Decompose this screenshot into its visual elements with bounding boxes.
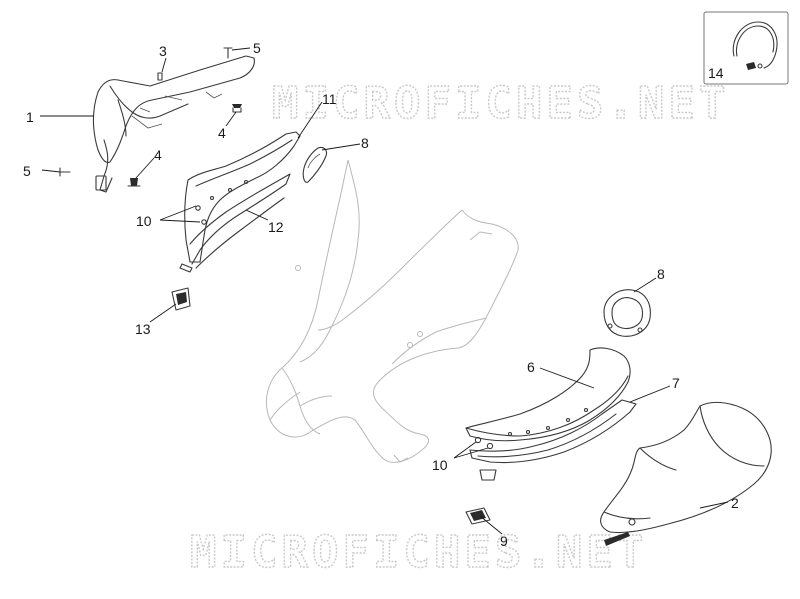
inset-part-14 [703,11,789,85]
callout-5-upper: 5 [253,40,261,56]
callout-8-lower: 8 [657,266,665,282]
callout-14: 14 [708,65,724,81]
part-1-upper-panel [92,55,255,193]
callout-5-lower: 5 [23,163,31,179]
callout-1: 1 [26,109,34,125]
callout-3: 3 [159,43,167,59]
part-8-upper-gasket [302,146,328,183]
leader-lines [40,47,729,535]
part-8-lower-gasket [603,289,651,337]
callout-10-upper: 10 [136,213,152,229]
part-6-7-right-duct [465,347,637,481]
callout-13: 13 [135,321,151,337]
callout-4-upper: 4 [218,125,226,141]
part-13-bracket [171,287,191,311]
callout-12: 12 [268,219,284,235]
part-2-belly-pan [600,401,772,546]
callout-8-upper: 8 [361,135,369,151]
front-fairing [266,159,519,463]
watermark-top: MICROFICHES.NET [272,78,729,129]
watermark-bottom: MICROFICHES.NET [190,527,647,578]
callout-9: 9 [500,533,508,549]
callout-11: 11 [322,91,337,107]
callout-2: 2 [731,495,739,511]
part-11-12-left-duct [179,131,301,273]
callout-10-lower: 10 [432,457,448,473]
callout-4-lower: 4 [154,147,162,163]
callout-labels: 1 2 3 4 4 5 5 6 7 8 8 9 10 10 11 12 13 1… [23,40,739,549]
fasteners [59,47,242,187]
callout-6: 6 [527,359,535,375]
callout-7: 7 [672,375,680,391]
part-9-bracket [465,507,491,525]
